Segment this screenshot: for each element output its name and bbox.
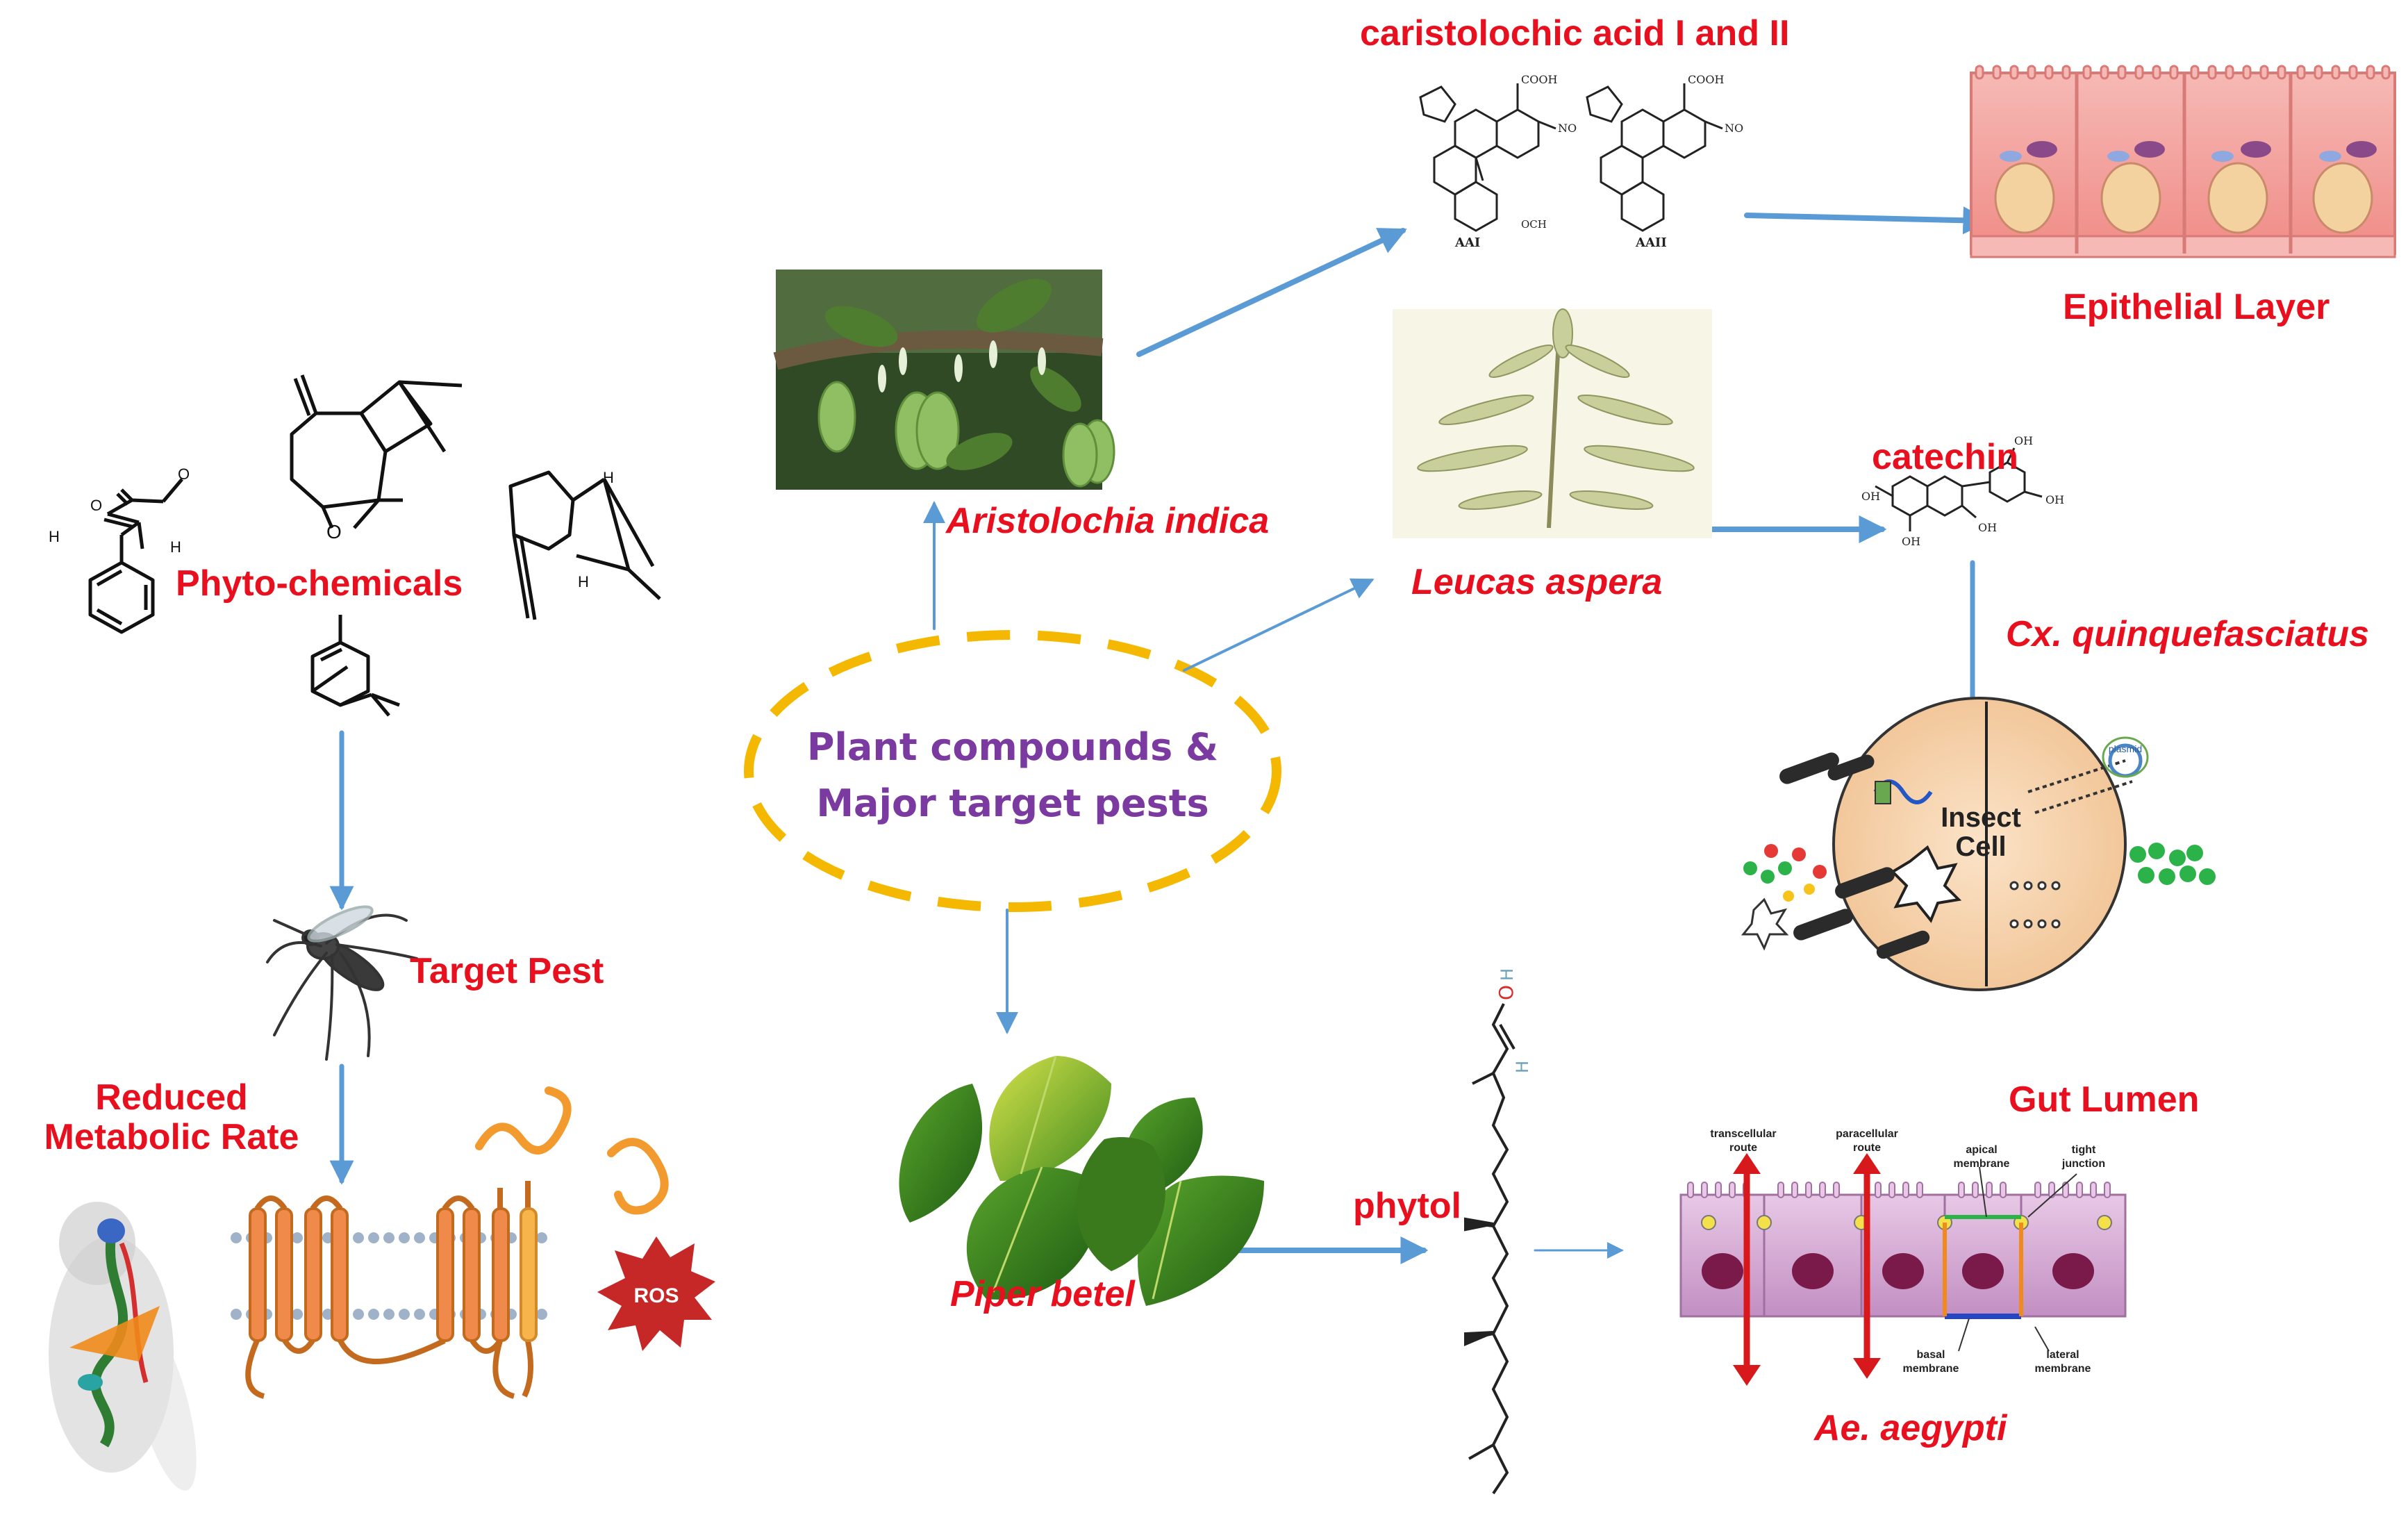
h-atom-4: H	[578, 573, 589, 590]
insect-cell-surroundings	[1741, 752, 2216, 959]
svg-text:NO: NO	[1558, 122, 1577, 135]
aristolochia-photo	[773, 270, 1115, 490]
acid-atom-labels: COOH COOH NO NO OCH AAI AAII	[1454, 73, 1743, 250]
h-atom-2: H	[170, 538, 181, 556]
ros-label: ROS	[633, 1284, 679, 1307]
svg-text:membrane: membrane	[2035, 1363, 2091, 1375]
svg-text:OH: OH	[1861, 490, 1880, 503]
mosquito-icon	[266, 905, 418, 1061]
phytol-h-label: H	[1497, 968, 1517, 981]
svg-text:NO: NO	[1725, 122, 1743, 135]
svg-text:OCH: OCH	[1521, 218, 1547, 231]
aristolochia-indica-label: Aristolochia indica	[946, 501, 1270, 541]
cx-quinquefasciatus-label: Cx. quinquefasciatus	[2006, 614, 2369, 654]
caristolochic-acid-label: caristolochic acid I and II	[1360, 13, 1790, 53]
svg-text:OH: OH	[2045, 493, 2064, 506]
o-atom: O	[90, 497, 102, 514]
catechin-structure	[1875, 447, 2043, 531]
ros-burst	[597, 1236, 715, 1351]
center-label-line-1: Plant compounds &	[806, 725, 1219, 769]
o-atom-2: O	[326, 521, 342, 543]
cell-membrane-receptors	[231, 1086, 669, 1399]
svg-text:basal: basal	[1917, 1349, 1945, 1361]
reduced-line-1: Reduced	[95, 1077, 248, 1118]
center-label: Plant compounds & Major target pests	[763, 719, 1263, 831]
svg-text:route: route	[1853, 1142, 1881, 1154]
gut-lumen-label: Gut Lumen	[2009, 1079, 2200, 1120]
aaii-label: AAII	[1635, 235, 1667, 250]
svg-text:membrane: membrane	[1903, 1363, 1959, 1375]
center-label-line-2: Major target pests	[816, 781, 1209, 825]
arrow-acids-to-epithelial	[1744, 206, 1991, 235]
phytochemical-structures	[88, 374, 661, 717]
piper-betel-label: Piper betel	[950, 1274, 1135, 1314]
epithelial-layer-illustration	[1970, 65, 2396, 258]
insect-cell-illustration	[1832, 697, 2149, 991]
phytol-label: phytol	[1353, 1186, 1461, 1226]
epithelial-layer-label: Epithelial Layer	[2063, 287, 2330, 327]
phytol-oh-label: O	[1495, 985, 1518, 1000]
svg-text:OH: OH	[1902, 535, 1920, 548]
svg-text:membrane: membrane	[1954, 1158, 2010, 1170]
leucas-aspera-label: Leucas aspera	[1411, 562, 1663, 602]
aai-label: AAI	[1454, 235, 1480, 250]
plasmid-label: plasmid	[2109, 743, 2142, 754]
gut-epithelium-illustration	[1679, 1153, 2127, 1386]
catechin-oh-labels: OH OH OH OH OH	[1861, 434, 2064, 548]
o-atom-3: O	[178, 465, 190, 483]
svg-text:tight: tight	[2072, 1144, 2096, 1156]
arrow-aristolochia-to-acids	[1136, 228, 1407, 357]
h-atom-3: H	[603, 469, 614, 486]
target-pest-label: Target Pest	[410, 951, 604, 991]
center-ellipse	[744, 630, 1281, 912]
svg-text:lateral: lateral	[2046, 1349, 2079, 1361]
phytol-h2-label: H	[1513, 1061, 1532, 1073]
phytochemicals-label: Phyto-chemicals	[176, 563, 463, 604]
arrow-center-to-leucas	[1183, 578, 1375, 672]
svg-text:route: route	[1729, 1142, 1757, 1154]
phytol-structure	[1464, 1003, 1516, 1495]
piper-betel-leaves	[899, 1055, 1264, 1306]
svg-text:junction: junction	[2061, 1158, 2105, 1170]
svg-text:COOH: COOH	[1688, 73, 1724, 86]
svg-text:COOH: COOH	[1521, 73, 1557, 86]
gut-annotation-labels: transcellular route paracellular route api…	[1710, 1128, 2105, 1375]
svg-text:paracellular: paracellular	[1836, 1128, 1898, 1140]
svg-text:OH: OH	[1978, 521, 1997, 534]
catechin-label: catechin	[1872, 437, 2018, 477]
h-atom: H	[49, 528, 60, 545]
ae-aegypti-label: Ae. aegypti	[1814, 1408, 2007, 1448]
svg-text:OH: OH	[2014, 434, 2033, 447]
svg-text:apical: apical	[1966, 1144, 1997, 1156]
svg-text:transcellular: transcellular	[1710, 1128, 1776, 1140]
reduced-metabolic-rate-label: Reduced Metabolic Rate	[15, 1077, 328, 1158]
insect-cell-label-2: Cell	[1955, 831, 2006, 862]
reduced-line-2: Metabolic Rate	[44, 1117, 299, 1158]
insect-anatomy-illustration	[49, 1202, 197, 1491]
aristolochic-acid-structures	[1419, 83, 1723, 232]
insect-cell-label-1: Insect	[1941, 802, 2021, 833]
leucas-plant-illustration	[1393, 308, 1712, 538]
